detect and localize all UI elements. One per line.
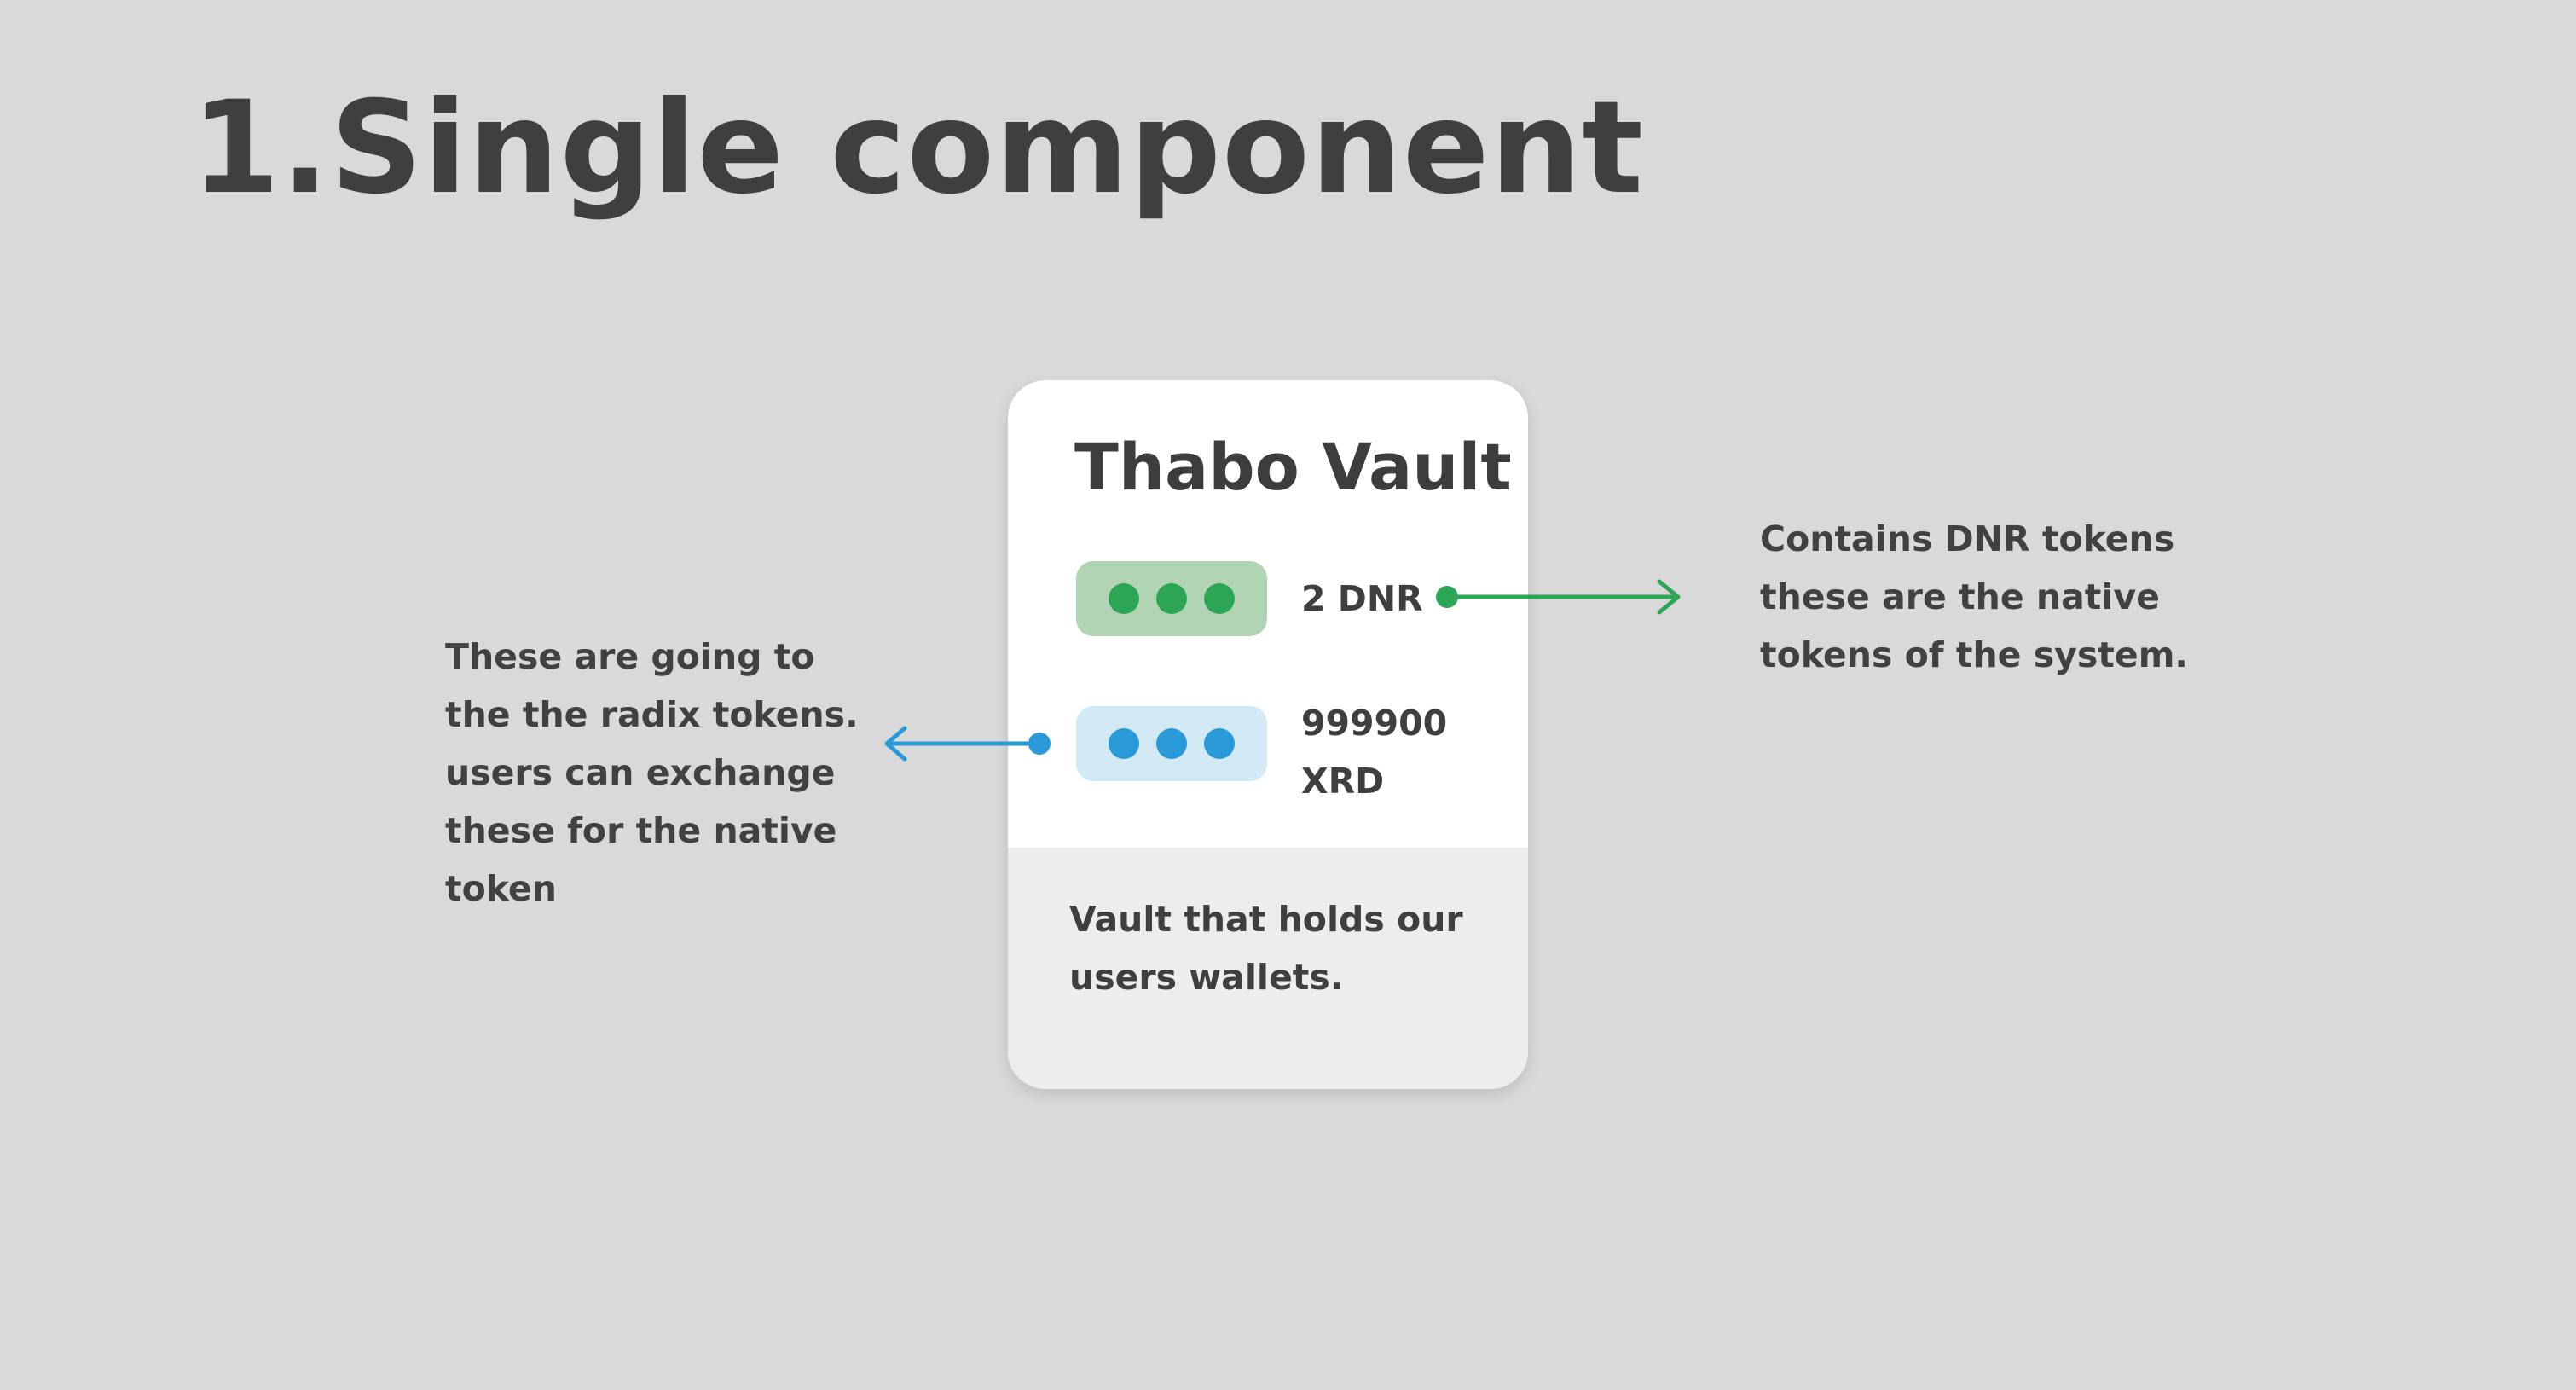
vault-footer: Vault that holds our users wallets. [1008,848,1528,1089]
dnr-token-amount: 2 DNR [1301,578,1423,619]
token-dot-icon [1204,728,1235,759]
token-dot-icon [1156,583,1187,614]
token-dot-icon [1109,583,1139,614]
token-dot-icon [1204,583,1235,614]
token-dot-icon [1156,728,1187,759]
xrd-token-amount: 999900 XRD [1301,694,1447,810]
dnr-token-chip [1076,561,1267,636]
xrd-annotation: These are going to the the radix tokens.… [445,636,859,909]
dnr-arrowhead-icon [1657,579,1681,615]
dnr-annotation: Contains DNR tokens these are the native… [1760,518,2188,675]
vault-title: Thabo Vault [1074,429,1512,505]
xrd-token-chip [1076,706,1267,781]
token-dot-icon [1109,728,1139,759]
vault-description: Vault that holds our users wallets. [1069,899,1463,998]
xrd-amount-value: 999900 [1301,703,1448,744]
xrd-arrowhead-icon [884,726,907,762]
xrd-amount-unit: XRD [1301,761,1385,802]
page-title: 1.Single component [191,74,1645,223]
vault-card: Thabo Vault 2 DNR 999900 XRD Vault that … [1008,380,1528,1089]
